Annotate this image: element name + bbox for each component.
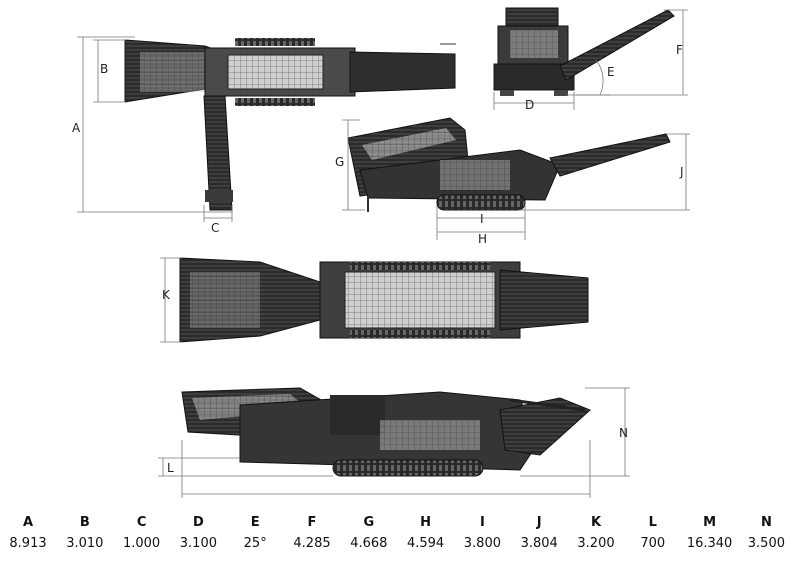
dimension-value: 3.500 (747, 536, 785, 551)
label-c: C (211, 221, 220, 235)
dimension-key: M (703, 515, 717, 530)
dimension-column-l: L 700 (625, 512, 681, 554)
dimension-key: G (363, 515, 375, 530)
dimension-value: 700 (640, 536, 666, 551)
dimension-c (203, 205, 233, 222)
end-view (493, 7, 675, 96)
label-e: E (607, 65, 615, 79)
dimension-column-a: A 8.913 (0, 512, 56, 554)
dimension-key: A (22, 515, 34, 530)
dimension-key: B (79, 515, 90, 530)
label-n: N (619, 426, 628, 440)
dimension-key: D (192, 515, 204, 530)
dimension-d (493, 92, 575, 110)
dimension-i (436, 205, 526, 240)
dimension-column-e: E 25° (227, 512, 283, 554)
label-a: A (72, 121, 81, 135)
dimension-column-j: J 3.804 (511, 512, 567, 554)
dimension-column-k: K 3.200 (568, 512, 624, 554)
dimension-e (566, 59, 610, 96)
dimension-key: L (648, 515, 657, 530)
dimension-value: 16.340 (686, 536, 733, 551)
label-l: L (167, 461, 174, 475)
dimension-column-h: H 4.594 (398, 512, 454, 554)
label-g: G (335, 155, 345, 169)
dimension-key: J (536, 515, 542, 530)
label-j: J (680, 165, 684, 179)
dimension-key: C (136, 515, 147, 530)
dimension-table: A 8.913 B 3.010 C 1.000 D 3.100 E 25° F 4.285 G 4.668… (0, 512, 800, 562)
side-view-transport (181, 387, 591, 477)
dimension-column-g: G 4.668 (341, 512, 397, 554)
dimension-value: 3.804 (520, 536, 558, 551)
dimension-value: 3.200 (577, 536, 615, 551)
dimension-value: 4.594 (406, 536, 445, 551)
dimension-value: 3.800 (463, 536, 501, 551)
dimension-value: 1.000 (122, 536, 161, 551)
label-i: I (480, 212, 484, 226)
dimension-column-c: C 1.000 (114, 512, 170, 554)
dimension-j (520, 133, 690, 211)
dimension-n (520, 387, 630, 477)
dimension-value: 3.100 (179, 536, 217, 551)
dimension-column-m: M 16.340 (682, 512, 738, 554)
dimension-column-b: B 3.010 (57, 512, 113, 554)
dimension-key: K (590, 515, 602, 530)
dimension-g (342, 119, 365, 211)
technical-drawing (77, 7, 690, 498)
dimension-key: N (760, 515, 772, 530)
dimension-column-d: D 3.100 (170, 512, 226, 554)
dimension-column-i: I 3.800 (454, 512, 510, 554)
dimension-key: H (420, 515, 432, 530)
dimension-value: 4.668 (350, 536, 388, 551)
label-f: F (676, 43, 683, 57)
dimension-value: 3.010 (66, 536, 104, 551)
dimension-l (158, 457, 333, 477)
dimension-a (77, 36, 232, 213)
dimension-key: I (479, 515, 485, 530)
dimension-column-n: N 3.500 (738, 512, 794, 554)
label-h: H (478, 232, 488, 246)
dimension-m (181, 440, 591, 498)
dimension-k (160, 257, 182, 343)
dimension-column-f: F 4.285 (284, 512, 340, 554)
dimension-value: 25° (243, 536, 267, 551)
dimension-key: E (250, 515, 260, 530)
top-view-transport (179, 257, 589, 343)
dimension-value: 8.913 (9, 536, 47, 551)
side-view-working (347, 117, 671, 212)
dimension-value: 4.285 (293, 536, 331, 551)
dimension-key: F (307, 515, 317, 530)
dimension-b (93, 39, 126, 103)
label-k: K (162, 288, 170, 302)
label-d: D (525, 98, 535, 112)
label-b: B (100, 62, 109, 76)
top-view-with-side-conveyor (124, 38, 456, 211)
